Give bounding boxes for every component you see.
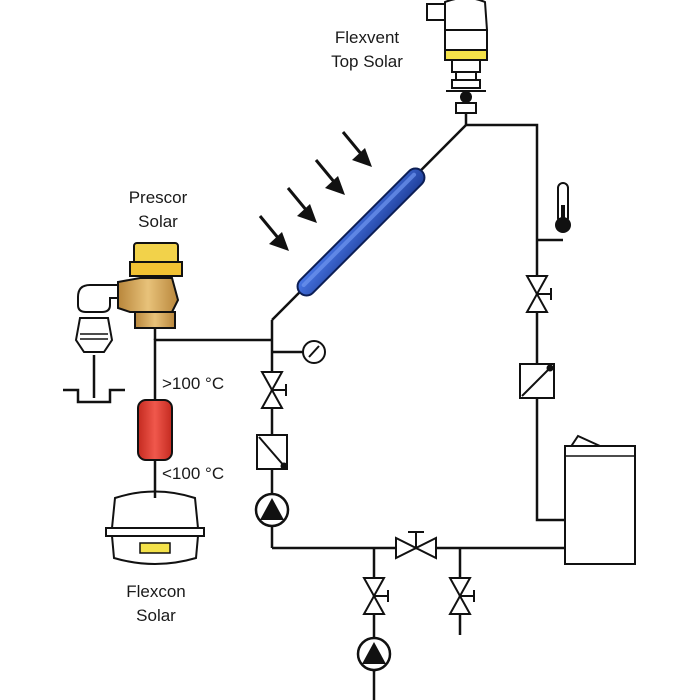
prescor-label-line1: Prescor [128,188,188,207]
flexvent-label: Flexvent Top Solar [312,26,422,74]
flexcon-label-line2: Solar [136,606,176,625]
arrow-icon [341,131,372,167]
flow-meter-icon [519,363,555,399]
ball-valve-icon [362,577,389,615]
ball-valve-icon [525,275,552,313]
tank-icon [564,434,636,565]
flexcon-vessel [105,490,205,565]
prescor-label-line2: Solar [138,212,178,231]
arrow-icon [258,215,289,251]
flow-meter-icon [256,434,288,470]
flexvent-air-vent [426,0,489,125]
arrow-icon [314,159,345,195]
expansion-vessel-red [137,399,173,461]
flexvent-label-line2: Top Solar [331,52,403,71]
return-pipe [466,123,565,522]
drain-funnel-icon [63,388,125,404]
flexvent-label-line1: Flexvent [334,28,400,47]
prescor-safety-valve [74,242,183,353]
prescor-label: Prescor Solar [108,186,208,234]
ball-valve-icon [260,371,287,409]
ball-valve-icon [395,531,437,560]
sun-rays [258,131,372,251]
ball-valve-icon [448,577,475,615]
flexcon-label-line1: Flexcon [126,582,186,601]
thermometer-icon [555,182,571,233]
pump-icon [254,492,290,528]
pump-icon [356,636,392,672]
temp-below-label: <100 °C [162,464,225,483]
gauge-icon [302,340,326,364]
temp-above-label: >100 °C [162,374,225,393]
solar-collector [296,167,426,297]
flexcon-label: Flexcon Solar [106,580,206,628]
arrow-icon [286,187,317,223]
